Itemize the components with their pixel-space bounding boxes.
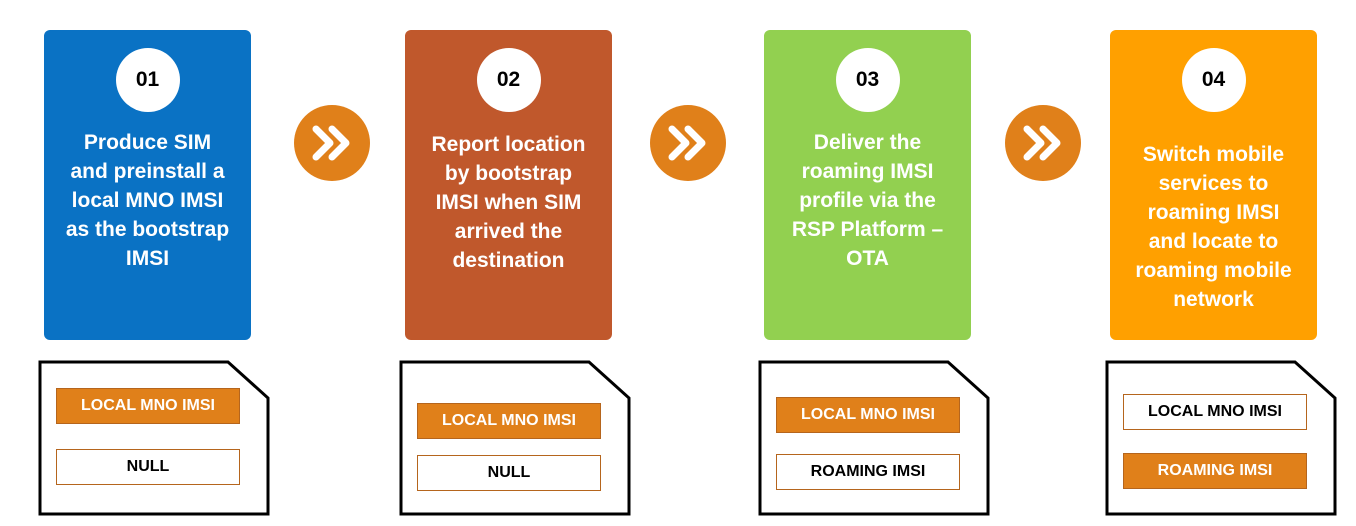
step-description: Switch mobile services to roaming IMSI a… — [1118, 140, 1309, 314]
step-text-line: Produce SIM — [83, 131, 212, 154]
sim-card-4: LOCAL MNO IMSI ROAMING IMSI — [1105, 360, 1337, 516]
step-text-line: roaming IMSI — [801, 160, 934, 183]
step-text-line: OTA — [846, 247, 889, 270]
sim-card-icon — [38, 360, 270, 516]
sim-card-icon — [1105, 360, 1337, 516]
step-text-line: roaming mobile — [1135, 259, 1292, 282]
step-text-line: RSP Platform – — [791, 218, 944, 241]
sim-slot-1: LOCAL MNO IMSI — [417, 403, 601, 439]
step-text-line: local MNO IMSI — [71, 189, 224, 212]
next-arrow-icon — [294, 105, 370, 181]
step-text-line: services to — [1158, 172, 1269, 195]
sim-slot-1: LOCAL MNO IMSI — [1123, 394, 1307, 430]
sim-card-1: LOCAL MNO IMSI NULL — [38, 360, 270, 516]
sim-slot-2: ROAMING IMSI — [776, 454, 960, 490]
step-text-line: roaming IMSI — [1147, 201, 1280, 224]
step-text-line: profile via the — [799, 189, 936, 212]
sim-slot-1: LOCAL MNO IMSI — [56, 388, 240, 424]
step-card-3: 03 Deliver the roaming IMSI profile via … — [764, 30, 971, 340]
sim-card-2: LOCAL MNO IMSI NULL — [399, 360, 631, 516]
step-text-line: and preinstall a — [70, 160, 225, 183]
step-text-line: Switch mobile — [1142, 143, 1285, 166]
sim-slot-2: ROAMING IMSI — [1123, 453, 1307, 489]
sim-card-3: LOCAL MNO IMSI ROAMING IMSI — [758, 360, 990, 516]
step-text-line: as the bootstrap — [65, 218, 230, 241]
step-number: 04 — [1181, 48, 1246, 112]
step-number: 01 — [115, 48, 180, 112]
step-card-1: 01 Produce SIM and preinstall a local MN… — [44, 30, 251, 340]
step-text-line: IMSI when SIM — [435, 191, 582, 214]
step-text-line: network — [1173, 288, 1254, 311]
step-number: 02 — [476, 48, 541, 112]
sim-slot-1: LOCAL MNO IMSI — [776, 397, 960, 433]
sim-slot-2: NULL — [56, 449, 240, 485]
step-text-line: IMSI — [125, 247, 170, 270]
sim-card-icon — [758, 360, 990, 516]
step-text-line: Deliver the — [813, 131, 922, 154]
next-arrow-icon — [650, 105, 726, 181]
step-card-2: 02 Report location by bootstrap IMSI whe… — [405, 30, 612, 340]
step-description: Produce SIM and preinstall a local MNO I… — [52, 128, 243, 273]
next-arrow-icon — [1005, 105, 1081, 181]
step-text-line: Report location — [431, 133, 586, 156]
step-text-line: arrived the — [454, 220, 563, 243]
step-text-line: and locate to — [1148, 230, 1279, 253]
step-description: Report location by bootstrap IMSI when S… — [413, 130, 604, 275]
step-description: Deliver the roaming IMSI profile via the… — [772, 128, 963, 273]
step-text-line: by bootstrap — [444, 162, 573, 185]
step-card-4: 04 Switch mobile services to roaming IMS… — [1110, 30, 1317, 340]
step-text-line: destination — [452, 249, 565, 272]
sim-slot-2: NULL — [417, 455, 601, 491]
step-number: 03 — [835, 48, 900, 112]
